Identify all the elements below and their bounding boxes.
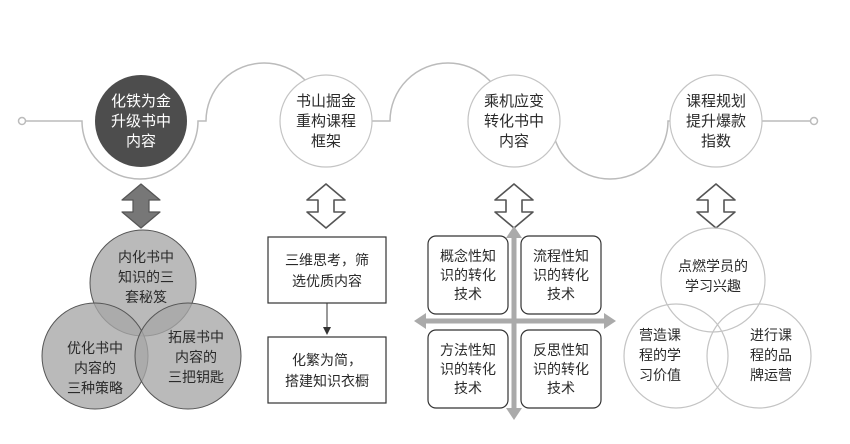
step-1: 化铁为金 升级书中 内容 [95, 75, 187, 167]
step-3-line-1: 乘机应变 [484, 92, 544, 110]
quadrant-bottom-right [520, 329, 602, 409]
flow-box-2-line-2: 搭建知识衣橱 [285, 373, 369, 390]
venn-1-right-line-3: 三把钥匙 [168, 370, 224, 386]
venn-1-left-line-1: 优化书中 [67, 341, 123, 357]
step-4-line-1: 课程规划 [686, 92, 746, 110]
quadrant-top-right [520, 235, 602, 315]
step-4: 课程规划 提升爆款 指数 [669, 74, 763, 168]
arrow-up-icon [506, 226, 522, 238]
double-arrow-icon [494, 183, 534, 229]
quadrant-bottom-left [427, 329, 509, 409]
step-4-line-3: 指数 [701, 132, 731, 150]
venn-1-left-line-3: 三种策略 [67, 380, 123, 397]
flow: 三维思考，筛 选优质内容 化繁为简， 搭建知识衣橱 [267, 236, 387, 404]
venn-2-top-line-2: 学习兴趣 [685, 279, 741, 295]
quadrant-bl-line-2: 识的转化 [440, 362, 496, 378]
step-2: 书山掘金 重构课程 框架 [279, 74, 373, 168]
step-2-circle [279, 74, 373, 168]
step-2-line-1: 书山掘金 [296, 92, 356, 110]
venn-2-right-line-1: 进行课 [750, 328, 792, 344]
venn-2-left-line-1: 营造课 [639, 328, 681, 344]
arrow-left-icon [414, 313, 426, 329]
quadrant-tl-line-2: 识的转化 [440, 268, 496, 284]
venn-1-top-line-3: 套秘笈 [125, 289, 167, 306]
step-3-line-2: 转化书中 [484, 112, 544, 130]
quadrant-br-line-1: 反思性知 [533, 342, 589, 359]
venn-2-left-line-2: 程的学 [639, 348, 681, 364]
step-1-line-3: 内容 [126, 132, 156, 150]
quadrant-tr-line-2: 识的转化 [533, 268, 589, 284]
step-3-line-3: 内容 [499, 132, 529, 150]
arrow-down-icon [506, 408, 522, 420]
quadrant-tl-line-1: 概念性知 [440, 248, 496, 265]
flow-box-2 [267, 336, 387, 404]
quadrant-tr-line-3: 技术 [547, 287, 575, 303]
quadrant-tl-line-3: 技术 [454, 287, 482, 303]
venn-2-right-circle [706, 303, 812, 409]
venn-1-right-line-2: 内容的 [175, 349, 217, 366]
quadrant-bl-line-1: 方法性知 [440, 342, 496, 359]
quadrant-tr-line-1: 流程性知 [533, 248, 589, 265]
step-2-line-2: 重构课程 [296, 112, 356, 130]
step-1-line-1: 化铁为金 [111, 92, 171, 110]
quadrant-top-left [427, 235, 509, 315]
step-4-circle [669, 74, 763, 168]
quadrant-br-line-3: 技术 [547, 381, 575, 397]
venn-2-right-line-2: 程的品 [750, 348, 792, 364]
timeline-start-dot [17, 116, 27, 126]
venn-1-right-line-1: 拓展书中 [168, 330, 224, 346]
step-1-line-2: 升级书中 [111, 112, 171, 130]
venn-2-right-line-3: 牌运营 [750, 367, 792, 384]
flow-box-2-line-1: 化繁为简， [292, 352, 362, 369]
step-3-circle [467, 74, 561, 168]
flow-box-1-line-1: 三维思考，筛 [285, 253, 369, 269]
venn-2-top-line-1: 点燃学员的 [678, 258, 748, 275]
flow-box-1-line-2: 选优质内容 [292, 273, 362, 290]
double-arrow-icon [121, 183, 161, 229]
venn-1-top-line-1: 内化书中 [118, 250, 174, 266]
venn-1-top-line-2: 知识的三 [118, 269, 174, 286]
venn-1-right-circle [134, 302, 242, 410]
arrow-down-icon [323, 327, 331, 335]
timeline-end-dot [809, 116, 819, 126]
venn-1-left-line-2: 内容的 [74, 360, 116, 377]
double-arrow-icon [696, 183, 736, 229]
double-arrow-icon [306, 183, 346, 229]
venn-2-left-line-3: 习价值 [639, 368, 681, 384]
step-2-line-3: 框架 [311, 132, 341, 150]
quadrant-br-line-2: 识的转化 [533, 362, 589, 378]
quadrant-bl-line-3: 技术 [454, 381, 482, 397]
step-1-circle [95, 75, 187, 167]
venn-2: 点燃学员的 学习兴趣 营造课 程的学 习价值 进行课 程的品 牌运营 [623, 227, 812, 409]
flow-box-1 [267, 236, 387, 304]
quadrant: 概念性知 识的转化 技术 流程性知 识的转化 技术 方法性知 识的转化 技术 反… [414, 226, 616, 420]
step-4-line-2: 提升爆款 [686, 112, 746, 130]
step-3: 乘机应变 转化书中 内容 [467, 74, 561, 168]
arrow-right-icon [604, 313, 616, 329]
venn-2-left-circle [623, 303, 729, 409]
venn-1: 内化书中 知识的三 套秘笈 优化书中 内容的 三种策略 拓展书中 内容的 三把钥… [41, 229, 242, 410]
